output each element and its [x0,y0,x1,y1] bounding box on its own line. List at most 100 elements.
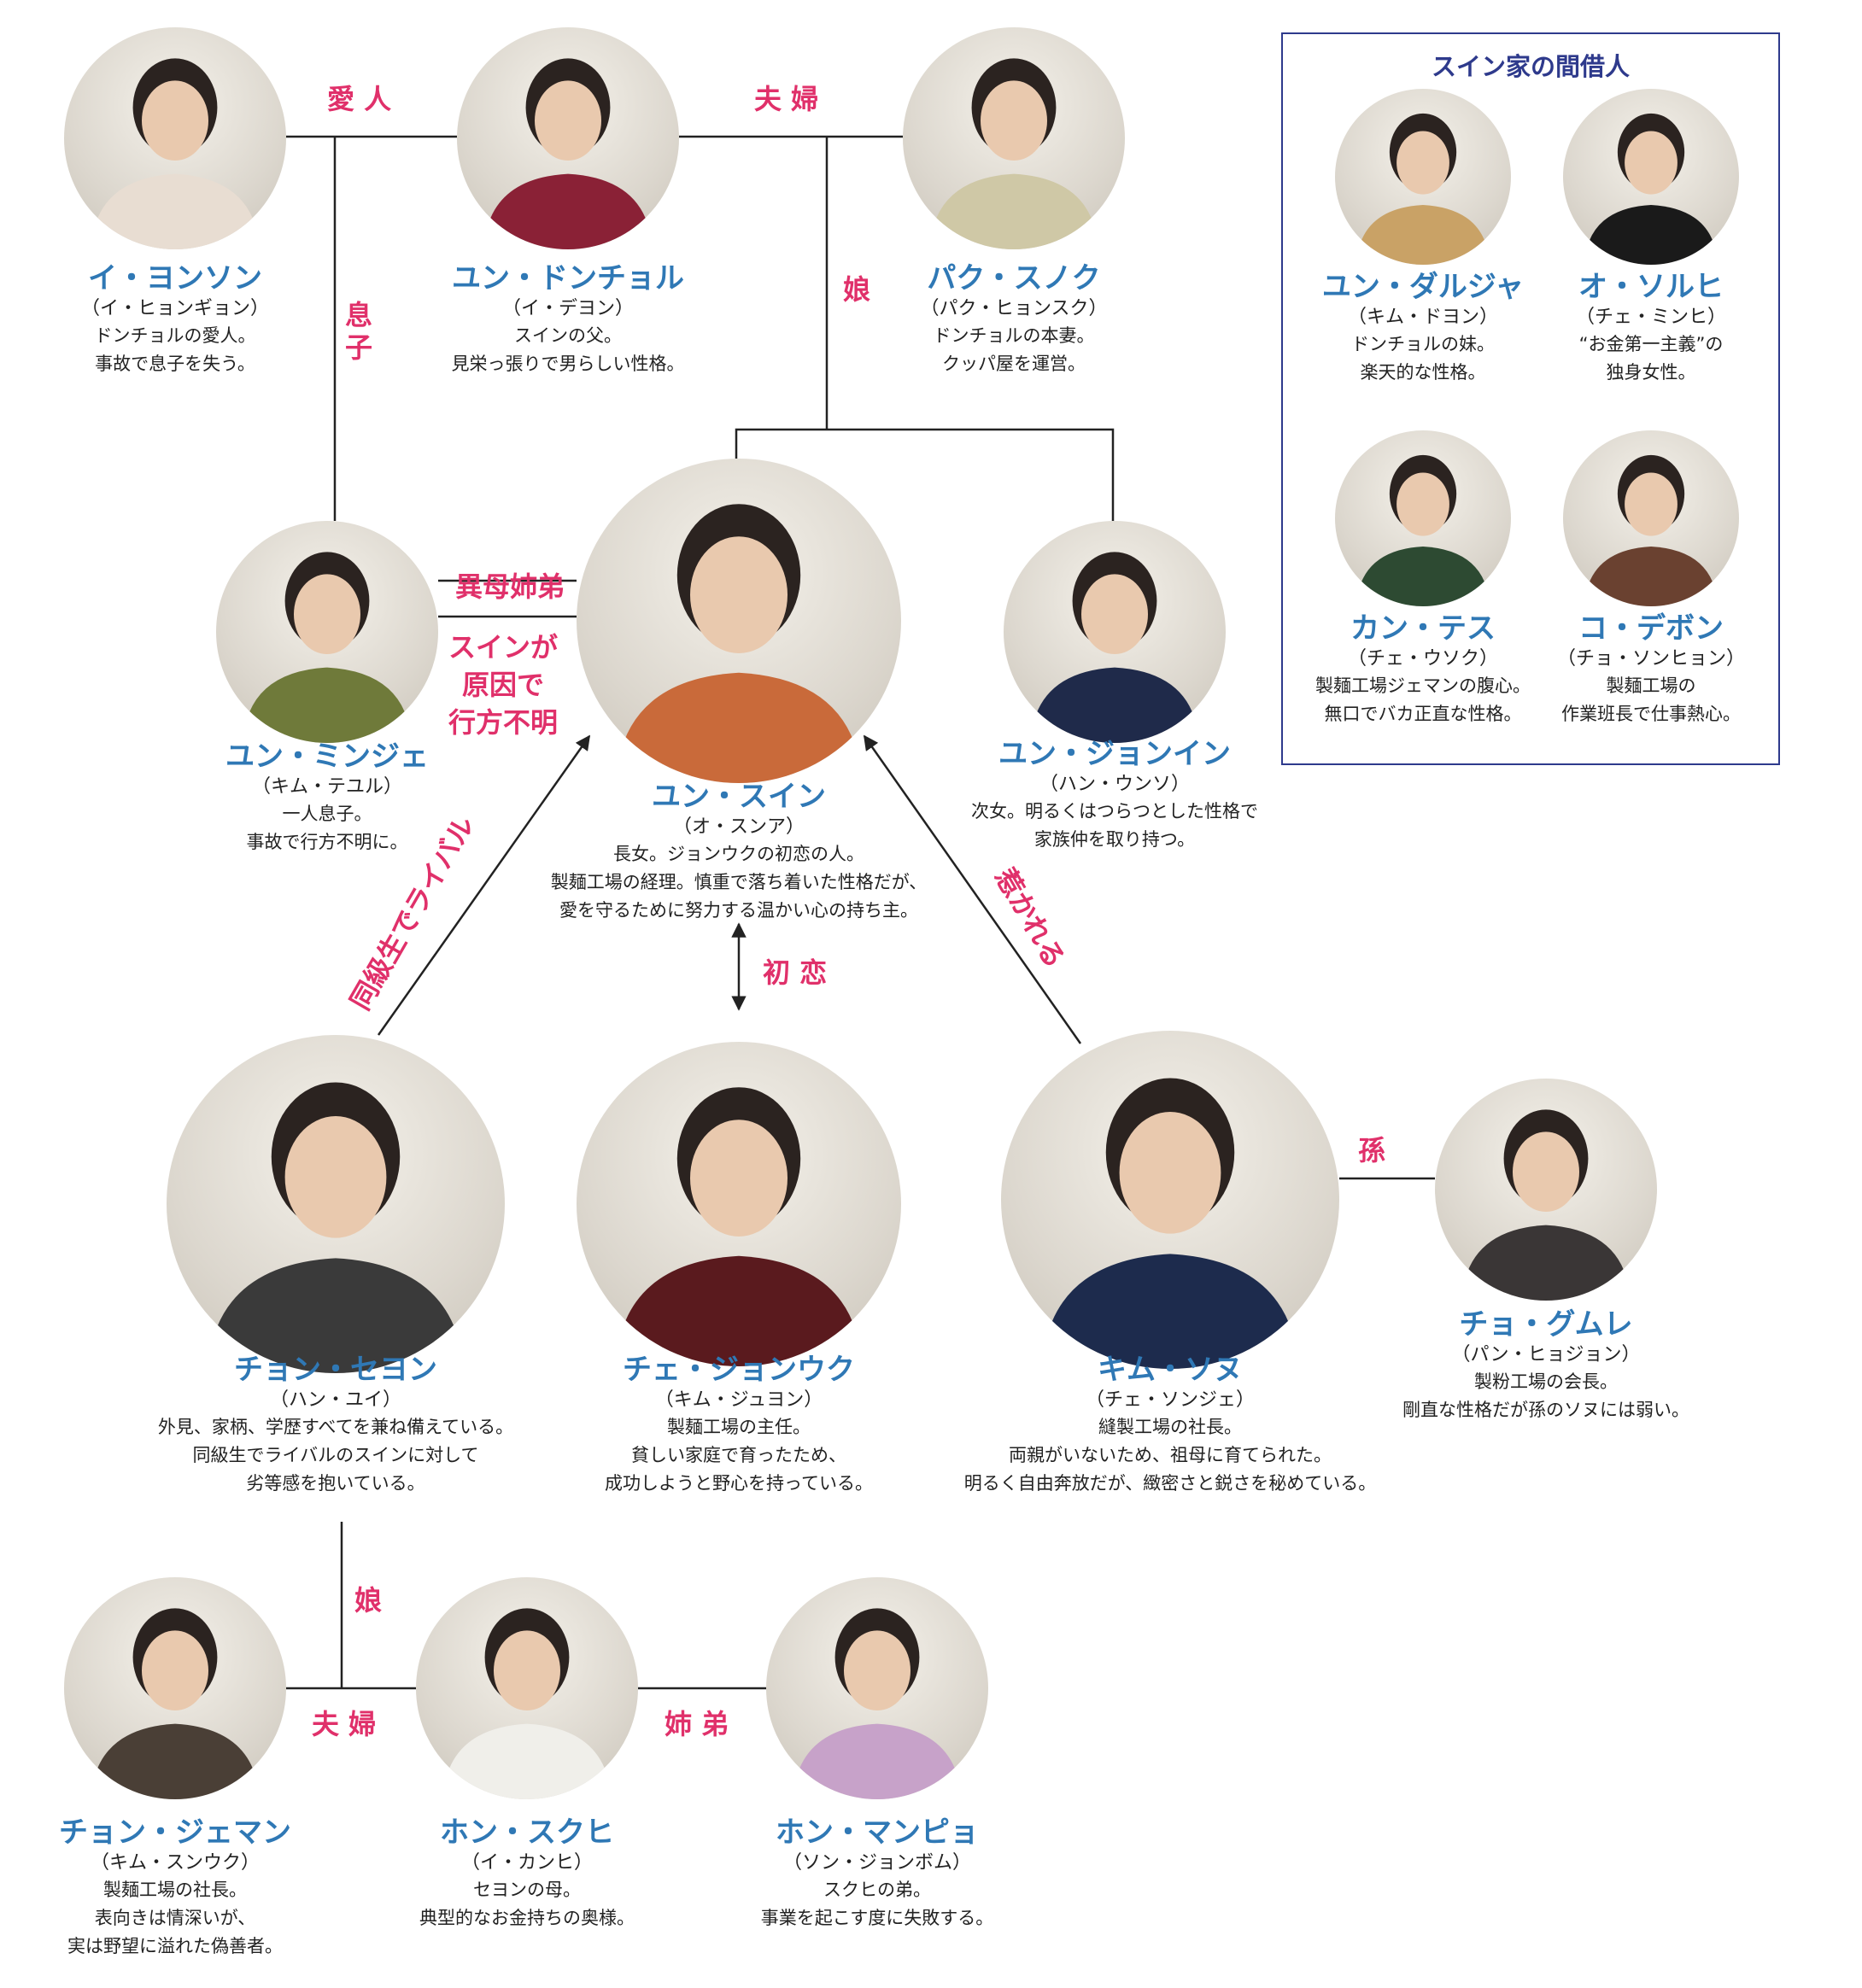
character-name: ユン・ミンジェ [225,740,429,774]
line-daughters-branch [735,428,1115,521]
actor-name: （チョ・ソンヒョン） [1556,648,1745,669]
character-description: 楽天的な性格。 [1360,362,1486,383]
person-icon [483,58,653,249]
actor-name: （キム・テユル） [251,776,402,798]
label-missing-line: スインが [448,631,559,664]
portrait-yeonson [64,27,286,249]
character-description: 製麺工場の経理。慎重で落ち着いた性格だが、 [550,872,928,892]
portrait-sukhee [416,1577,638,1799]
character-description: クッパ屋を運営。 [942,354,1086,374]
tenants-box [1281,32,1780,765]
portrait-dalja [1335,89,1511,265]
character-dalja: ユン・ダルジャ （キム・ドヨン） ドンチョルの妹。楽天的な性格。 [1167,269,1679,387]
character-description: 無口でバカ正直な性格。 [1324,704,1522,724]
person-icon [243,552,412,743]
character-description: 製粉工場の会長。 [1474,1371,1618,1392]
character-description: 典型的なお金持ちの奥様。 [419,1908,635,1928]
character-description: スクヒの弟。 [823,1880,931,1900]
label-couple-bottom: 夫 婦 [312,1708,377,1740]
character-description: 剛直な性格だが孫のソヌには弱い。 [1402,1400,1689,1420]
character-description: 明るく自由奔放だが、緻密さと鋭さを秘めている。 [963,1473,1377,1494]
portrait-taesu [1335,430,1511,606]
person-icon [207,1082,465,1373]
portrait-manpyo [766,1577,988,1799]
actor-name: （オ・スンア） [672,816,805,838]
actor-name: （キム・ドヨン） [1347,307,1498,328]
character-name: イ・ヨンソン [88,261,262,295]
portrait-jeongin [1004,521,1226,743]
character-description: 見栄っ張りで男らしい性格。 [451,354,685,374]
character-debon: コ・デボン（チョ・ソンヒョン）製麺工場の作業班長で仕事熱心。 [1395,611,1862,728]
character-name: ユン・ジョンイン [998,737,1231,771]
person-icon [929,58,1098,249]
actor-name: （ハン・ウンソ） [1039,774,1190,795]
character-name: チョ・グムレ [1459,1307,1633,1342]
actor-name: （キム・ジュヨン） [654,1389,823,1411]
label-lovers: 愛 人 [327,83,392,115]
label-siblings: 姉 弟 [665,1708,729,1740]
actor-name: （チェ・ミンヒ） [1575,307,1726,328]
character-solhee: オ・ソルヒ（チェ・ミンヒ）“お金第一主義”の独身女性。 [1395,269,1862,387]
character-description: ドンチョルの愛人。 [94,325,256,346]
person-icon [1584,454,1719,606]
character-description: 劣等感を抱いている。 [246,1473,425,1494]
character-jeonguk: チェ・ジョンウク（キム・ジュヨン）製麺工場の主任。貧しい家庭で育ったため、成功し… [483,1352,995,1498]
label-first-love: 初 恋 [763,956,828,989]
character-description: ドンチョルの本妻。 [933,325,1095,346]
label-missing-line: 行方不明 [448,706,559,739]
character-sukhee: ホン・スクヒ（イ・カンヒ）セヨンの母。典型的なお金持ちの奥様。 [271,1815,783,1932]
character-name: ホン・マンピョ [776,1816,979,1850]
person-icon [793,1608,962,1799]
character-description: 家族仲を取り持つ。 [1033,829,1196,850]
character-name: パク・スノク [927,261,1101,295]
arrow-classmate-rival [377,734,591,1036]
character-name: カン・テス [1350,611,1496,646]
character-description: 製麺工場ジェマンの腹心。 [1315,675,1531,696]
portrait-suknok [903,27,1125,249]
label-half-siblings: 異母姉弟 [455,570,565,603]
person-icon [1461,1109,1631,1301]
portrait-jeman [64,1577,286,1799]
actor-name: （パン・ヒョジョン） [1451,1344,1641,1365]
character-description: 同級生でライバルのスインに対して [192,1445,479,1465]
character-description: ドンチョルの妹。 [1351,334,1495,354]
character-seyeon: チョン・セヨン（ハン・ユイ）外見、家柄、学歴すべてを兼ね備えている。同級生でライ… [79,1352,592,1498]
person-icon [91,58,260,249]
character-description: 次女。明るくはつらつとした性格で [971,801,1258,822]
portrait-seyeon [167,1035,505,1373]
actor-name: （チェ・ウソク） [1347,648,1498,669]
portrait-solhee [1563,89,1739,265]
tenants-box-title: スイン家の間借人 [1431,52,1630,81]
character-description: 製麺工場の [1606,675,1696,696]
character-name: オ・ソルヒ [1578,270,1724,304]
label-missing: スインが 原因で 行方不明 [448,629,558,741]
person-icon [1030,552,1199,743]
label-missing-line: 原因で [462,669,545,701]
character-description: 事業を起こす度に失敗する。 [760,1908,994,1928]
character-description: スインの父。 [514,325,622,346]
character-description: セヨンの母。 [473,1880,581,1900]
character-description: 長女。ジョンウクの初恋の人。 [613,844,864,864]
character-name: コ・デボン [1578,611,1724,646]
character-name: ユン・スイン [652,780,826,814]
character-name: チョン・セヨン [234,1353,437,1387]
character-name: ユン・ダルジャ [1321,270,1525,304]
person-icon [615,1087,863,1366]
character-suknok: パク・スノク （パク・ヒョンスク） ドンチョルの本妻。クッパ屋を運営。 [758,260,1270,378]
label-grandson: 孫 [1358,1134,1386,1166]
person-icon [1584,113,1719,265]
label-couple-top: 夫 婦 [754,83,819,115]
character-jeman: チョン・ジェマン（キム・スンウク）製麺工場の社長。表向きは情深いが、実は野望に溢… [0,1815,431,1961]
character-description: “お金第一主義”の [1578,334,1724,354]
person-icon [1356,113,1490,265]
character-description: 両親がいないため、祖母に育てられた。 [1009,1445,1332,1465]
character-minjae: ユン・ミンジェ（キム・テユル）一人息子。事故で行方不明に。 [71,739,583,857]
person-icon [615,504,863,783]
arrow-attracted [863,734,1082,1044]
actor-name: （イ・ヒョンギョン） [80,298,269,319]
portrait-jeonguk [577,1042,901,1366]
actor-name: （パク・ヒョンスク） [920,298,1108,319]
character-description: 一人息子。 [282,804,372,824]
label-daughter-bottom: 娘 [354,1584,383,1617]
